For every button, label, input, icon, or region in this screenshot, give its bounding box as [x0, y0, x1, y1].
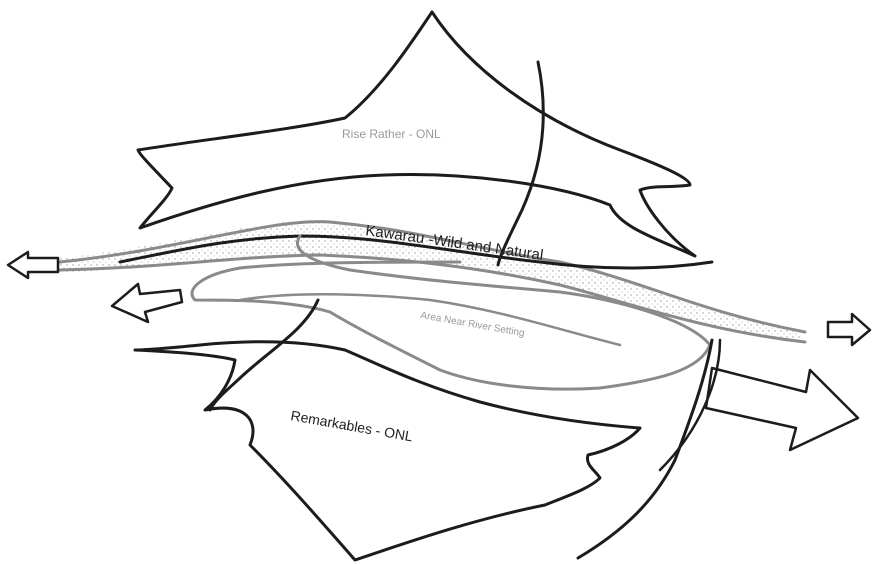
- arrow-south-east-large: [706, 368, 858, 450]
- creek-south-east-2: [660, 340, 720, 470]
- arrow-east-small: [828, 314, 870, 345]
- arrow-west-small: [112, 284, 182, 322]
- creek-south-west: [210, 300, 318, 410]
- creek-north: [498, 62, 543, 265]
- label-upper-landscape: Rise Rather - ONL: [342, 127, 441, 141]
- river-south-bank: [60, 255, 805, 342]
- creek-south-east: [578, 340, 712, 558]
- label-lower-landscape: Remarkables - ONL: [289, 407, 414, 444]
- lower-landscape-outline: [135, 342, 640, 560]
- arrow-west-far: [8, 252, 58, 278]
